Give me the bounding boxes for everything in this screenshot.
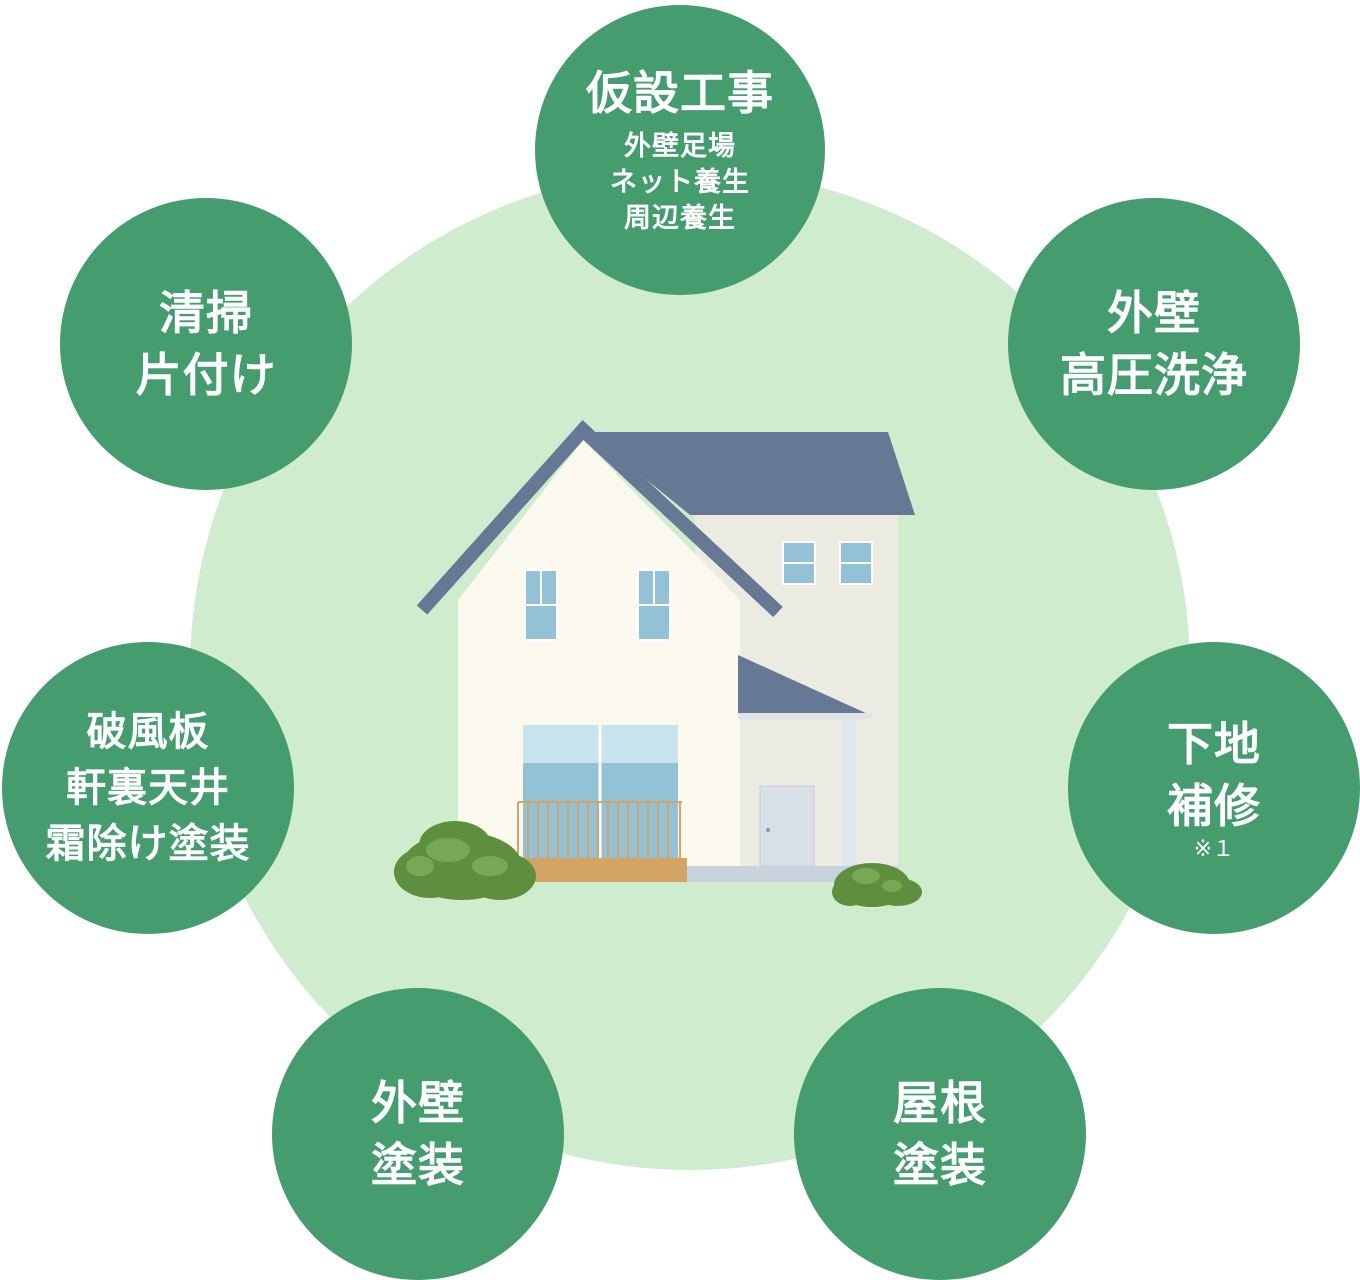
fascia-soffit-line: 破風板 <box>86 709 210 755</box>
pressure-washing-line: 高圧洗浄 <box>1060 348 1248 402</box>
wall-painting-bubble: 外壁 塗装 <box>272 988 564 1280</box>
cleaning-line: 清掃 <box>159 286 253 340</box>
fascia-soffit-line: 霜除け塗装 <box>45 821 251 867</box>
temporary-works-bubble: 仮設工事 外壁足場 ネット養生 周辺養生 <box>535 5 825 295</box>
roof-painting-bubble: 屋根 塗装 <box>794 988 1086 1280</box>
substrate-repair-line: 下地 <box>1167 717 1261 771</box>
pressure-washing-bubble: 外壁 高圧洗浄 <box>1008 198 1300 490</box>
pressure-washing-line: 外壁 <box>1107 286 1201 340</box>
temporary-works-title: 仮設工事 <box>586 66 774 120</box>
footnote-marker: ※１ <box>1193 837 1235 862</box>
cleaning-bubble: 清掃 片付け <box>60 198 352 490</box>
cleaning-line: 片付け <box>135 348 277 402</box>
temporary-works-item: ネット養生 <box>610 167 750 198</box>
fascia-soffit-painting-bubble: 破風板 軒裏天井 霜除け塗装 <box>2 642 294 934</box>
substrate-repair-bubble: 下地 補修 ※１ <box>1068 642 1360 934</box>
house-illustration-icon <box>394 420 922 907</box>
wall-painting-line: 塗装 <box>371 1138 465 1192</box>
temporary-works-item: 周辺養生 <box>624 203 736 234</box>
roof-painting-line: 屋根 <box>893 1076 987 1130</box>
temporary-works-item: 外壁足場 <box>624 131 736 162</box>
substrate-repair-line: 補修 <box>1167 779 1261 833</box>
wall-painting-line: 外壁 <box>371 1076 465 1130</box>
fascia-soffit-line: 軒裏天井 <box>66 765 230 811</box>
roof-painting-line: 塗装 <box>893 1138 987 1192</box>
